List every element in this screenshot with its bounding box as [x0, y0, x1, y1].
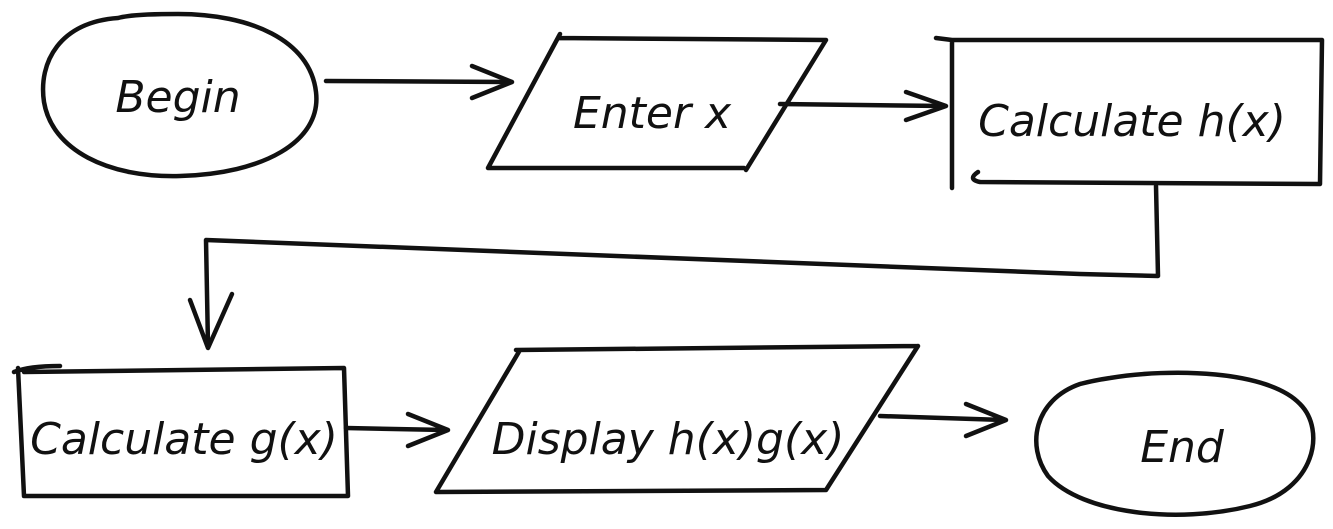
- end-label: End: [1140, 422, 1225, 473]
- edge-calc-g-to-display: [343, 411, 451, 449]
- calc-h-rectangle-shape: [933, 35, 1325, 191]
- enter-x-label: Enter x: [573, 88, 732, 139]
- begin-oval-shape: [40, 11, 319, 179]
- calc-g-label: Calculate g(x): [30, 414, 338, 465]
- calc-g-rectangle-shape: [11, 363, 351, 499]
- arrow-line: [203, 183, 1161, 349]
- display-label: Display h(x)g(x): [492, 414, 845, 465]
- node-enter-x: Enter x: [485, 31, 829, 173]
- arrow-line: [323, 78, 513, 85]
- arrow-head: [187, 291, 235, 351]
- arrow-head: [469, 63, 515, 101]
- arrow-line: [877, 413, 1007, 423]
- arrow-line: [777, 101, 947, 109]
- node-calc-g: Calculate g(x): [11, 363, 351, 499]
- display-parallelogram-shape: [433, 343, 921, 495]
- arrow-head: [405, 411, 451, 449]
- calc-h-label: Calculate h(x): [978, 96, 1286, 147]
- arrow-head: [903, 89, 949, 123]
- edge-enter-x-to-calc-h: [777, 89, 949, 123]
- end-oval-shape: [1034, 370, 1316, 517]
- arrow-head: [963, 401, 1009, 439]
- node-calc-h: Calculate h(x): [933, 35, 1325, 191]
- edge-begin-to-enter-x: [323, 63, 515, 101]
- node-begin: Begin: [40, 11, 319, 179]
- node-end: End: [1034, 370, 1316, 517]
- node-display: Display h(x)g(x): [433, 343, 921, 495]
- edge-display-to-end: [877, 401, 1009, 439]
- edge-calc-h-to-calc-g: [187, 183, 1161, 351]
- begin-label: Begin: [115, 72, 240, 123]
- arrow-line: [343, 425, 449, 433]
